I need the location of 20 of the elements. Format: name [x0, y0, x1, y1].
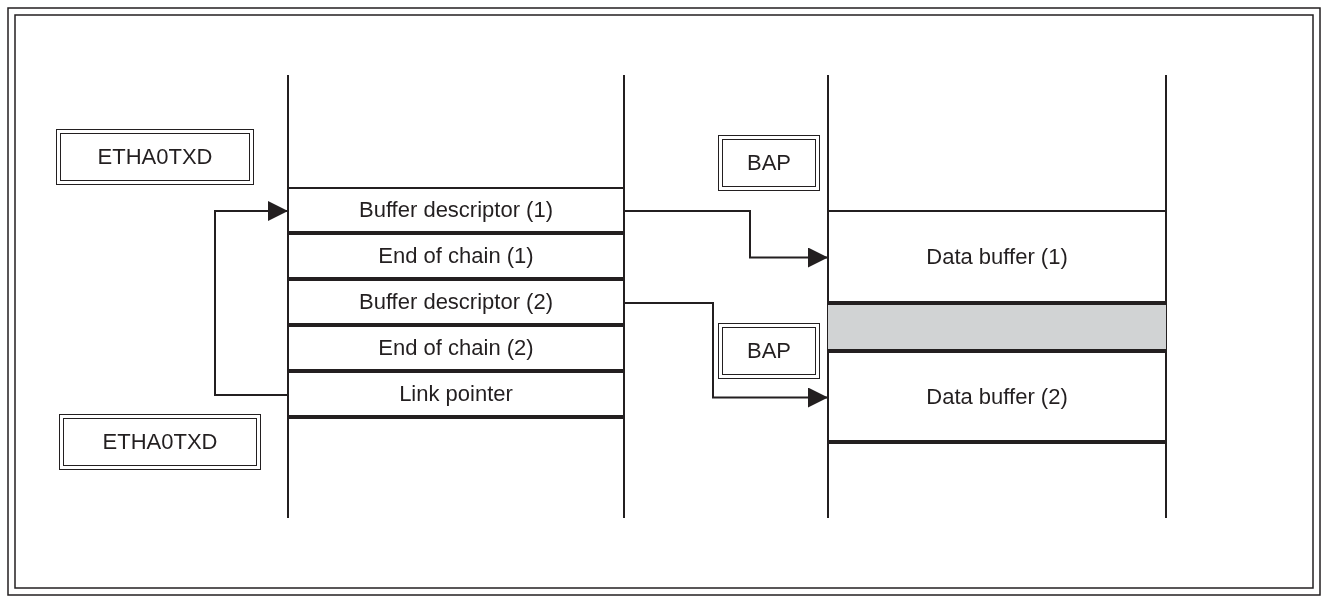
node-label: BAP [747, 338, 791, 364]
arrow [623, 210, 829, 268]
node-label: End of chain (1) [378, 243, 534, 269]
node-label: End of chain (2) [378, 335, 534, 361]
shaded-box [828, 303, 1166, 351]
arrow [214, 201, 289, 396]
node-label: Buffer descriptor (2) [359, 289, 553, 315]
arrow [623, 302, 829, 408]
node-label: BAP [747, 150, 791, 176]
memory-area [288, 233, 624, 279]
node-label: ETHA0TXD [102, 429, 218, 455]
memory-area [288, 325, 624, 371]
memory-area [288, 279, 624, 325]
memory-area [288, 371, 624, 417]
node-label: ETHA0TXD [97, 144, 213, 170]
memory-area [828, 351, 1166, 442]
node-label: Data buffer (1) [926, 243, 1068, 270]
node-label: Data buffer (2) [926, 383, 1068, 410]
node-label: Link pointer [399, 381, 513, 407]
node-label: Buffer descriptor (1) [359, 197, 553, 223]
